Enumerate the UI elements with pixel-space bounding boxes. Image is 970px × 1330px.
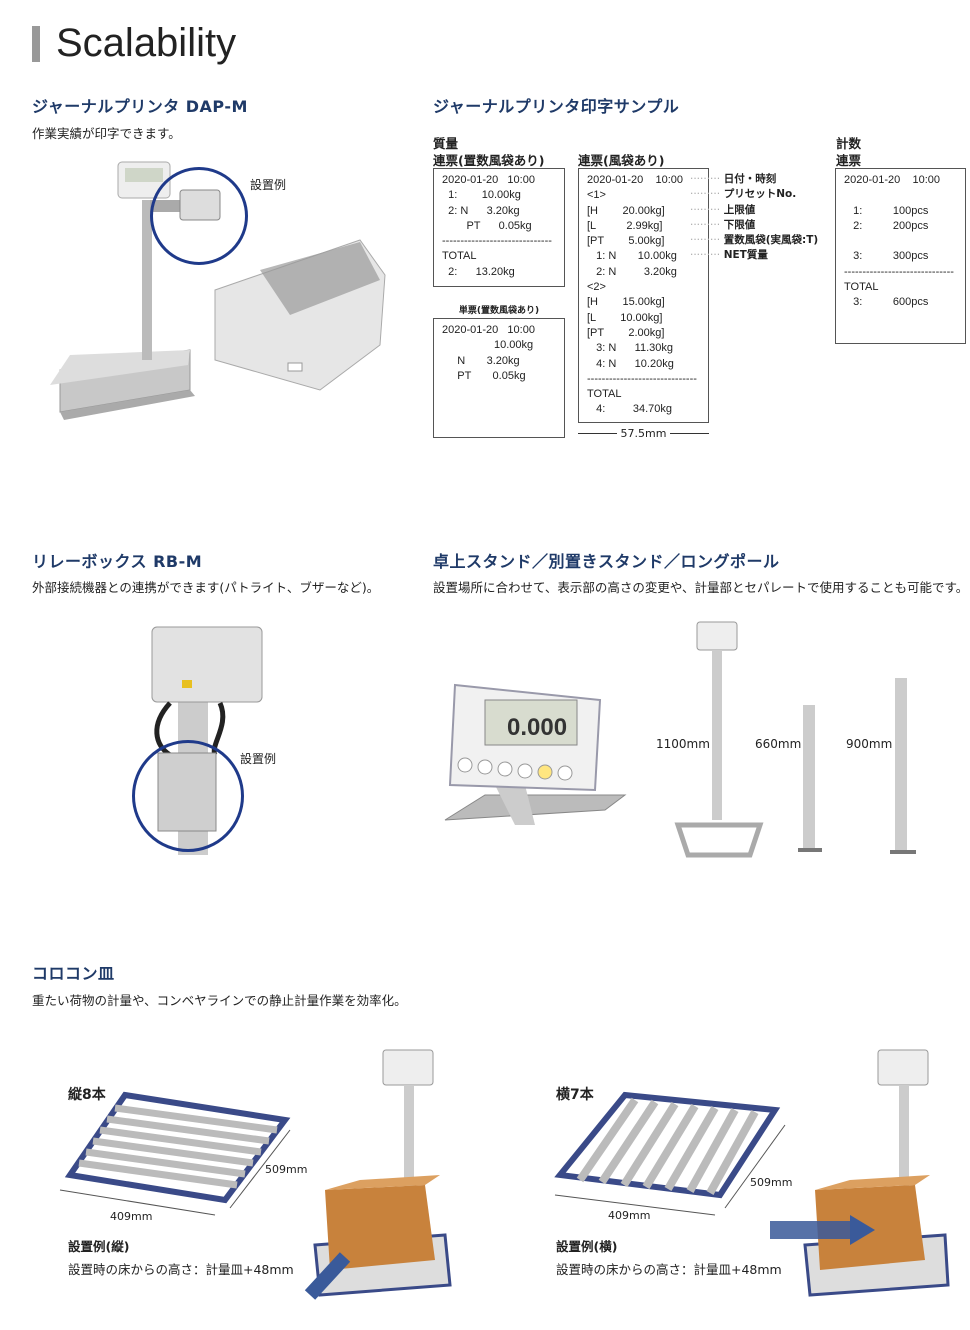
receipt-line: <2> xyxy=(587,281,606,294)
horizontal-example-label: 設置例(横) xyxy=(556,1239,618,1254)
receipt-line: [L 10.00kg] xyxy=(587,311,663,324)
receipt-line: 4: 34.70kg xyxy=(587,403,672,416)
receipt-line: 2: N 3.20kg xyxy=(442,204,520,217)
printer-desc: 作業実績が印字できます。 xyxy=(32,126,181,141)
width-dimension: 57.5mm xyxy=(578,427,709,440)
receipt-line: ------------------------------ xyxy=(442,235,552,248)
receipt-line: PT 0.05kg xyxy=(442,369,526,382)
receipt-line: [PT 5.00kg] xyxy=(587,235,665,248)
receipt-line: 1: 100pcs xyxy=(844,204,929,217)
annotations: ········· 日付・時刻 ········· プリセットNo. ·····… xyxy=(690,173,819,262)
vertical-label: 縦8本 xyxy=(68,1087,106,1103)
receipt-line: ------------------------------ xyxy=(844,265,954,278)
receipt-line: 2: 200pcs xyxy=(844,219,929,232)
receipt-single: 2020-01-20 10:00 10.00kg N 3.20kg PT 0.0… xyxy=(433,318,565,438)
vertical-width: 409mm xyxy=(110,1210,153,1223)
tanpyo-label: 単票(置数風袋あり) xyxy=(458,306,540,316)
receipt-line: 2020-01-20 10:00 xyxy=(442,324,535,336)
receipt-line: <1> xyxy=(587,189,606,202)
stand-height-1100: 1100mm xyxy=(656,737,710,751)
relay-callout-circle xyxy=(132,740,244,852)
receipt-line: PT 0.05kg xyxy=(442,219,532,232)
receipt-tare: 2020-01-20 10:00 1: 10.00kg 2: N 3.20kg … xyxy=(433,168,565,287)
receipt-line: TOTAL xyxy=(844,281,879,294)
receipt-line: ------------------------------ xyxy=(587,372,697,385)
renpyo-label: 連票(風袋あり) xyxy=(578,153,665,168)
receipt-line: [H 20.00kg] xyxy=(587,204,665,217)
receipt-line: 4: N 10.20kg xyxy=(587,357,674,370)
receipt-line xyxy=(844,234,957,249)
vertical-example-image xyxy=(304,1049,452,1300)
roller-heading: コロコン皿 xyxy=(32,964,115,983)
receipt-line: 2: N 3.20kg xyxy=(587,265,677,278)
annotation-date: 日付・時刻 xyxy=(723,173,777,185)
mass-label: 質量 xyxy=(433,136,459,151)
vertical-note: 設置時の床からの高さ：計量皿+48mm xyxy=(68,1262,294,1277)
printer-heading: ジャーナルプリンタ DAP-M xyxy=(32,97,248,116)
page-title: Scalability xyxy=(32,20,236,66)
receipt-line: TOTAL xyxy=(442,250,477,263)
receipt-line: 10.00kg xyxy=(442,339,534,352)
receipt-line: 2020-01-20 10:00 xyxy=(587,174,684,186)
annotation-preset: プリセットNo. xyxy=(723,188,797,201)
annotation-upper: 上限値 xyxy=(723,203,756,216)
receipt-count: 2020-01-20 10:00 1: 100pcs 2: 200pcs 3: … xyxy=(835,168,966,344)
horizontal-example-image xyxy=(770,1049,950,1297)
desk-stand-image: 0.000 xyxy=(444,683,627,825)
receipt-line: 1: N 10.00kg xyxy=(587,250,677,263)
relay-heading: リレーボックス RB-M xyxy=(32,552,203,571)
stand-height-660: 660mm xyxy=(755,737,802,751)
receipt-line: 2: 13.20kg xyxy=(442,265,515,278)
relay-desc: 外部接続機器との連携ができます(パトライト、ブザーなど)。 xyxy=(32,580,380,595)
receipt-line: [L 2.99kg] xyxy=(587,219,663,232)
count-label: 計数 xyxy=(836,136,862,151)
receipt-line: 1: 10.00kg xyxy=(442,189,521,202)
vertical-example-label: 設置例(縦) xyxy=(68,1239,130,1254)
receipt-line: 3: 600pcs xyxy=(844,296,929,309)
annotation-net: NET質量 xyxy=(723,249,768,262)
roller-desc: 重たい荷物の計量や、コンベヤラインでの静止計量作業を効率化。 xyxy=(32,993,407,1008)
receipt-line: N 3.20kg xyxy=(442,354,520,367)
receipt-line: 2020-01-20 10:00 xyxy=(844,174,941,186)
annotation-tare: 置数風袋(実風袋:T) xyxy=(723,234,819,247)
receipt-line: 3: 300pcs xyxy=(844,250,929,263)
horizontal-width: 409mm xyxy=(608,1209,651,1222)
relay-callout-label: 設置例 xyxy=(240,752,277,766)
stands-image xyxy=(674,621,916,858)
annotation-lower: 下限値 xyxy=(723,218,756,231)
stand-desc: 設置場所に合わせて、表示部の高さの変更や、計量部とセパレートで使用することも可能… xyxy=(433,580,969,595)
renpyo-tare-label: 連票(置数風袋あり) xyxy=(433,153,545,168)
horizontal-roller-image xyxy=(554,1091,786,1216)
vertical-roller-image xyxy=(59,1091,291,1216)
horizontal-note: 設置時の床からの高さ：計量皿+48mm xyxy=(556,1262,782,1277)
stand-height-900: 900mm xyxy=(846,737,893,751)
printer-callout-label: 設置例 xyxy=(250,178,287,192)
receipt-line xyxy=(844,188,957,203)
receipt-line: 3: N 11.30kg xyxy=(587,342,674,355)
receipt-main: 2020-01-20 10:00 <1> [H 20.00kg] [L 2.99kg]… xyxy=(578,168,709,423)
display-reading: 0.000 xyxy=(507,714,567,741)
receipt-line: TOTAL xyxy=(587,388,622,401)
receipt-line: [H 15.00kg] xyxy=(587,296,665,309)
receipt-line: [PT 2.00kg] xyxy=(587,326,665,339)
sample-heading: ジャーナルプリンタ印字サンプル xyxy=(433,97,680,116)
receipt-line: 2020-01-20 10:00 xyxy=(442,174,535,186)
vertical-depth: 509mm xyxy=(265,1163,308,1176)
horizontal-depth: 509mm xyxy=(750,1176,793,1189)
printer-callout-circle xyxy=(150,167,248,265)
width-label: 57.5mm xyxy=(620,427,667,440)
stand-heading: 卓上スタンド／別置きスタンド／ロングポール xyxy=(433,552,780,571)
horizontal-label: 横7本 xyxy=(556,1087,594,1103)
count-renpyo-label: 連票 xyxy=(836,153,862,168)
